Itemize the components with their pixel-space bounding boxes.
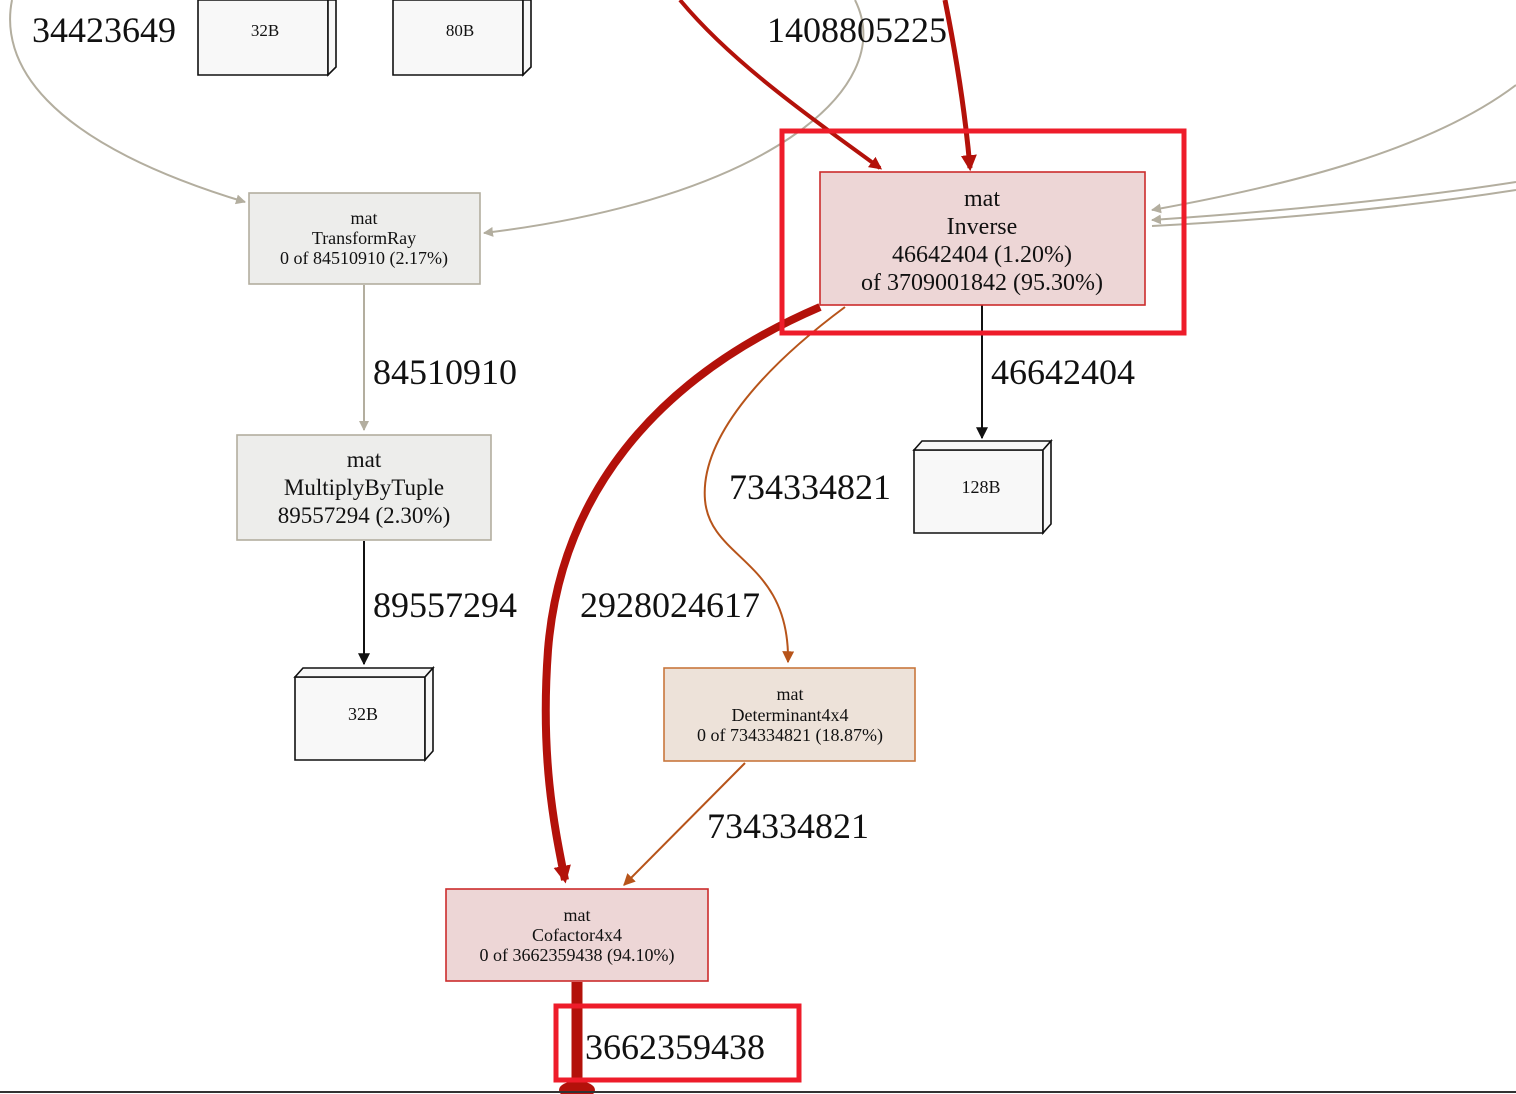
node-package: mat (777, 684, 804, 704)
edge-gray-right-upper (1151, 84, 1516, 214)
node-package: mat (564, 905, 591, 925)
node-transform-ray[interactable]: mat TransformRay 0 of 84510910 (2.17%) (248, 192, 481, 285)
edge-cofactor-out-arrowhead (559, 1081, 595, 1094)
alloc-box-tuple-32b: 32B (293, 665, 435, 763)
node-stats: 0 of 84510910 (2.17%) (280, 248, 448, 269)
edge-label-inverse-to-cofactor: 2928024617 (580, 585, 760, 625)
edge-label-top-left: 34423649 (32, 10, 176, 50)
alloc-box-label: 128B (961, 477, 1000, 497)
node-stats: 0 of 734334821 (18.87%) (697, 725, 883, 746)
alloc-box-128b: 128B (912, 438, 1053, 536)
edge-inverse-to-determinant (703, 306, 846, 664)
edge-inverse-to-cofactor (541, 303, 822, 884)
node-cum-stats: of 3709001842 (95.30%) (861, 270, 1103, 296)
edge-label-inverse-to-128b: 46642404 (991, 352, 1135, 392)
edge-label-multiply-to-32b: 89557294 (373, 585, 517, 625)
edge-label-inverse-to-determinant: 734334821 (729, 467, 891, 507)
edge-label-cofactor-out: 3662359438 (585, 1027, 765, 1067)
node-function-name: TransformRay (312, 228, 416, 248)
node-stats: 89557294 (2.30%) (278, 503, 450, 528)
edge-red-top-diagonal (678, 0, 883, 170)
node-package: mat (347, 447, 382, 472)
node-function-name: Determinant4x4 (732, 705, 849, 725)
edge-gray-loop-right (483, 0, 865, 237)
alloc-box-top-left: 32B (197, 0, 337, 77)
node-flat-stats: 46642404 (1.20%) (892, 242, 1072, 268)
node-cofactor4x4[interactable]: mat Cofactor4x4 0 of 3662359438 (94.10%) (445, 888, 709, 982)
node-multiply-by-tuple[interactable]: mat MultiplyByTuple 89557294 (2.30%) (236, 434, 492, 541)
node-function-name: Cofactor4x4 (532, 925, 622, 945)
alloc-box-label: 32B (251, 21, 279, 40)
edge-label-transform-to-multiply: 84510910 (373, 352, 517, 392)
edge-gray-loop-left (9, 0, 246, 205)
node-package: mat (964, 186, 1000, 212)
edge-red-top-vertical (942, 0, 977, 172)
edge-label-top-center: 1408805225 (767, 10, 947, 50)
node-inverse[interactable]: mat Inverse 46642404 (1.20%) of 37090018… (819, 171, 1146, 306)
alloc-box-label: 80B (446, 21, 474, 40)
edge-determinant-to-cofactor (623, 762, 746, 886)
edge-gray-right-mid (1151, 181, 1516, 225)
node-stats: 0 of 3662359438 (94.10%) (480, 945, 675, 966)
alloc-box-label: 32B (348, 704, 378, 724)
highlight-inverse-node (779, 128, 1187, 336)
node-function-name: MultiplyByTuple (284, 475, 444, 500)
node-determinant4x4[interactable]: mat Determinant4x4 0 of 734334821 (18.87… (663, 667, 916, 762)
alloc-box-top-80b: 80B (392, 0, 532, 77)
node-package: mat (351, 208, 378, 228)
edge-gray-right-lower (1151, 189, 1516, 227)
highlight-cofactor-out-label (553, 1003, 802, 1083)
edge-label-determinant-to-cofactor: 734334821 (707, 806, 869, 846)
node-function-name: Inverse (947, 214, 1018, 240)
